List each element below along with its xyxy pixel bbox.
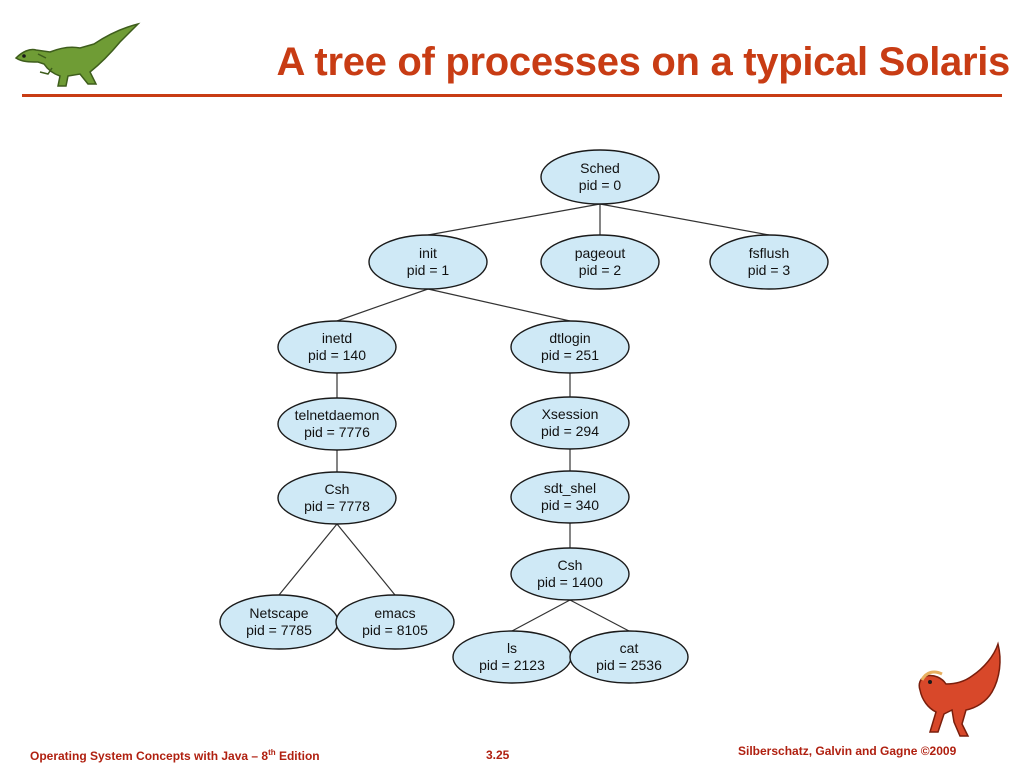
green-dinosaur-icon — [14, 22, 141, 87]
process-name: init — [419, 245, 437, 261]
process-name: Netscape — [249, 605, 308, 621]
process-pid: pid = 2536 — [596, 657, 662, 673]
process-node-ellipse — [277, 471, 397, 525]
process-node-ellipse — [277, 320, 397, 374]
process-name: fsflush — [749, 245, 789, 261]
edge-csh2-ls — [511, 599, 571, 632]
process-pid: pid = 2123 — [479, 657, 545, 673]
process-name: cat — [620, 640, 639, 656]
process-name: Csh — [558, 557, 583, 573]
process-node-ellipse — [510, 470, 630, 524]
process-node-ellipse — [540, 234, 660, 290]
slide-title: A tree of processes on a typical Solaris — [276, 40, 1011, 84]
process-node-ellipse — [335, 594, 455, 650]
process-pid: pid = 1400 — [537, 574, 603, 590]
process-pid: pid = 1 — [407, 262, 450, 278]
process-name: telnetdaemon — [295, 407, 380, 423]
process-node-ellipse — [368, 234, 488, 290]
process-name: pageout — [575, 245, 626, 261]
red-dinosaur-icon — [918, 641, 1001, 737]
footer-copyright: Silberschatz, Galvin and Gagne ©2009 — [738, 744, 957, 758]
process-node-ellipse — [277, 397, 397, 451]
process-pid: pid = 7778 — [304, 498, 370, 514]
process-node-ellipse — [510, 396, 630, 450]
process-pid: pid = 7785 — [246, 622, 312, 638]
edge-sched-fsflush — [599, 203, 770, 236]
edge-init-inetd — [336, 288, 429, 322]
footer-page-number: 3.25 — [486, 748, 510, 762]
process-node-ellipse — [540, 149, 660, 205]
edges-layer — [278, 203, 770, 632]
process-pid: pid = 140 — [308, 347, 366, 363]
edge-csh1-emacs — [336, 523, 396, 596]
process-node-ellipse — [569, 630, 689, 684]
process-name: dtlogin — [549, 330, 590, 346]
process-pid: pid = 8105 — [362, 622, 428, 638]
process-pid: pid = 294 — [541, 423, 599, 439]
process-pid: pid = 340 — [541, 497, 599, 513]
process-name: Sched — [580, 160, 620, 176]
edge-sched-init — [427, 203, 601, 236]
process-pid: pid = 251 — [541, 347, 599, 363]
footer-book-title: Operating System Concepts with Java – 8t… — [30, 748, 320, 763]
process-name: Csh — [325, 481, 350, 497]
process-node-ellipse — [709, 234, 829, 290]
process-pid: pid = 3 — [748, 262, 791, 278]
process-pid: pid = 2 — [579, 262, 622, 278]
process-name: emacs — [374, 605, 415, 621]
process-node-ellipse — [510, 320, 630, 374]
process-pid: pid = 0 — [579, 177, 622, 193]
process-pid: pid = 7776 — [304, 424, 370, 440]
process-name: Xsession — [542, 406, 599, 422]
edge-csh2-cat — [569, 599, 630, 632]
title-divider — [22, 94, 1002, 97]
edge-init-dtlogin — [427, 288, 571, 322]
process-name: inetd — [322, 330, 352, 346]
process-name: sdt_shel — [544, 480, 596, 496]
process-name: ls — [507, 640, 517, 656]
edge-csh1-netscape — [278, 523, 338, 596]
process-node-ellipse — [510, 547, 630, 601]
